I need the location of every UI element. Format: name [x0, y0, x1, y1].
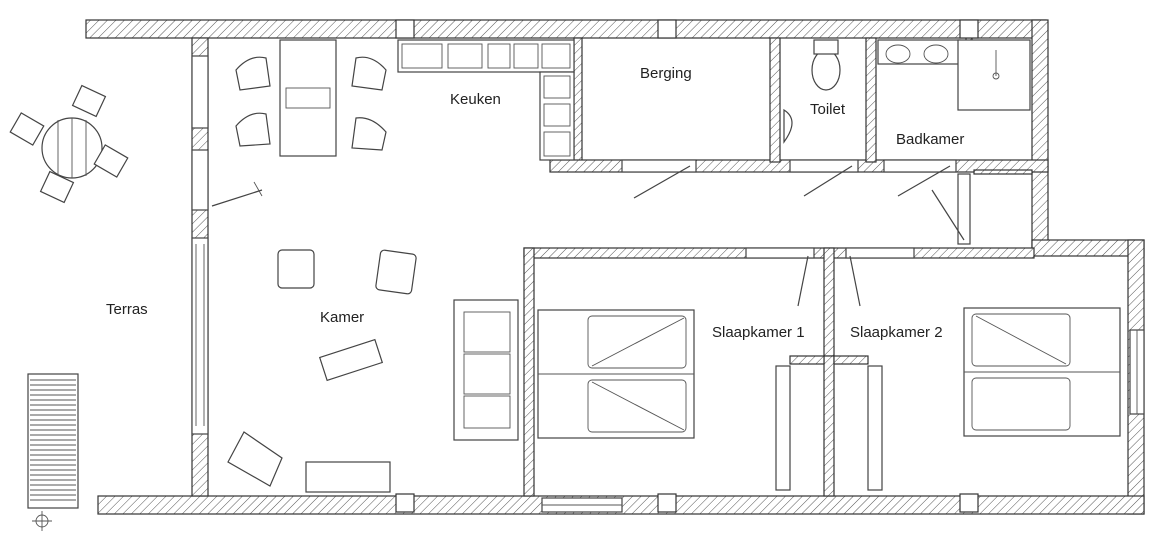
wall-closet-2: [833, 355, 869, 365]
furniture: [9, 39, 1121, 531]
door-berging: [621, 159, 697, 173]
door-badkamer: [883, 159, 957, 173]
door-slaapkamer-2: [845, 247, 915, 259]
wall-step: [1031, 239, 1145, 257]
door-corridor: [957, 173, 971, 245]
column: [657, 19, 677, 39]
label-slaapkamer-1: Slaapkamer 1: [712, 324, 805, 341]
column: [395, 493, 415, 513]
chair: [235, 56, 271, 91]
coffee-table: [318, 338, 384, 382]
wall-top: [85, 19, 1047, 39]
door-toilet: [789, 159, 859, 173]
wall-right-upper: [1031, 19, 1049, 253]
label-berging: Berging: [640, 65, 692, 82]
sofa: [453, 299, 519, 441]
bath-vanity: [877, 39, 961, 65]
window: [191, 55, 209, 129]
label-badkamer: Badkamer: [896, 131, 964, 148]
kitchen-counter-side: [539, 71, 575, 161]
lounger-slats: [30, 379, 76, 501]
sink: [923, 44, 949, 64]
wall-closet-1: [789, 355, 825, 365]
column: [959, 493, 979, 513]
label-keuken: Keuken: [450, 91, 501, 108]
sun-lounger: [27, 373, 79, 509]
tv-cabinet: [305, 461, 391, 493]
sink: [885, 44, 911, 64]
window: [191, 149, 209, 211]
wall-bedroom1-west: [523, 247, 535, 497]
wardrobe: [775, 365, 791, 491]
columns: [395, 19, 979, 513]
column: [959, 19, 979, 39]
wall-bedroom-divider-lower: [823, 355, 835, 497]
terrace-chair: [39, 170, 75, 204]
wall-toilet-bath: [865, 37, 877, 163]
kitchen-counter: [397, 39, 575, 73]
chair: [351, 56, 387, 91]
label-slaapkamer-2: Slaapkamer 2: [850, 324, 943, 341]
wall-bedroom-divider-upper: [823, 247, 835, 357]
terrace-chair: [93, 144, 129, 178]
label-toilet: Toilet: [810, 101, 846, 118]
terrace-chair: [9, 112, 45, 146]
column: [657, 493, 677, 513]
chair: [235, 112, 271, 147]
wardrobe: [867, 365, 883, 491]
door-swing: [211, 189, 263, 207]
chair: [351, 117, 387, 151]
toilet-sink: [783, 108, 793, 144]
room-labels: Berging Toilet Badkamer Keuken Kamer Ter…: [106, 65, 964, 341]
wall-berging-toilet: [769, 37, 781, 163]
toilet-bowl: [811, 49, 841, 91]
wall-kitchen-east: [573, 37, 583, 163]
toilet-tank: [813, 39, 839, 55]
shower: [957, 39, 1031, 111]
armchair: [277, 249, 315, 289]
armchair: [375, 249, 417, 295]
openings: [191, 55, 1145, 513]
dining-table: [279, 39, 337, 157]
terrace-chair: [71, 84, 107, 118]
lounge-chair: [227, 431, 283, 487]
label-terras: Terras: [106, 301, 148, 318]
sliding-door: [191, 237, 209, 435]
column: [395, 19, 415, 39]
door-slaapkamer-1: [745, 247, 815, 259]
wall-corridor-east: [973, 169, 1033, 175]
label-kamer: Kamer: [320, 309, 364, 326]
